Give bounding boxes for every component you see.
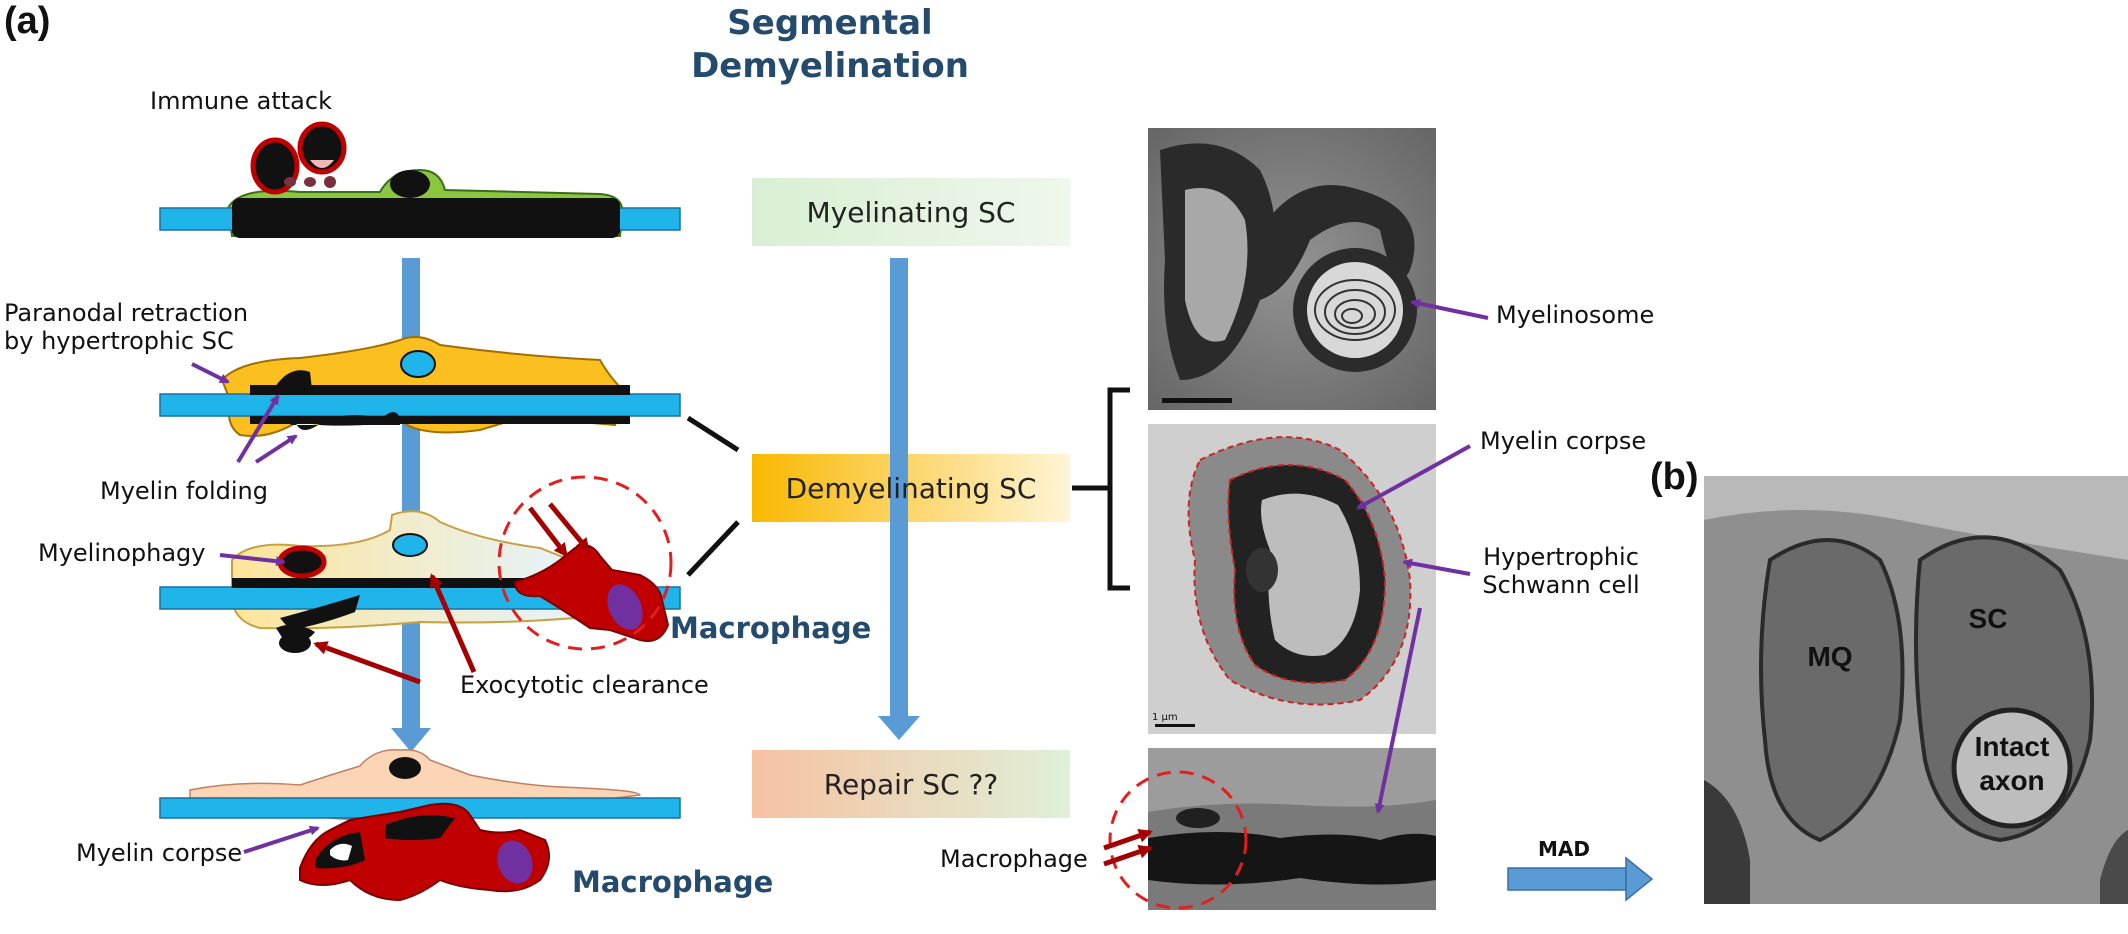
- em-red-arrows: [1103, 829, 1153, 867]
- left-red-arrows: [313, 502, 590, 685]
- panel-b-letter: (b): [1650, 456, 1699, 498]
- panel-a-letter: (a): [4, 0, 51, 42]
- label-mad: MAD: [1538, 837, 1590, 861]
- em-bracket: [1072, 387, 1130, 591]
- label-myelinophagy: Myelinophagy: [38, 539, 206, 567]
- label-exocytotic-clearance: Exocytotic clearance: [460, 671, 709, 699]
- label-myelinosome: Myelinosome: [1496, 301, 1655, 329]
- label-sc: SC: [1968, 603, 2008, 634]
- stage2-nerve: [159, 335, 681, 437]
- em-purple-arrows: [1356, 298, 1489, 814]
- label-myelin-corpse-em: Myelin corpse: [1480, 427, 1647, 455]
- mad-arrow: [1507, 856, 1654, 902]
- label-macrophage-1: Macrophage: [670, 611, 872, 645]
- label-macrophage-em: Macrophage: [940, 845, 1088, 873]
- em-image-myelinosome: [1148, 128, 1436, 410]
- stage3-nerve: [159, 475, 681, 653]
- left-purple-arrows: [191, 362, 320, 854]
- stage1-nerve: [159, 121, 681, 238]
- em-image-macrophage: [1108, 748, 1436, 910]
- label-paranodal-retraction: Paranodal retraction by hypertrophic SC: [4, 299, 249, 355]
- middle-progression-arrow: [878, 258, 920, 740]
- stage-label-repair: Repair SC ??: [823, 767, 999, 801]
- diagram-title: Segmental Demyelination: [691, 3, 969, 86]
- stage-connectors: [686, 415, 740, 577]
- label-myelin-folding: Myelin folding: [100, 477, 268, 505]
- stage-label-demyelinating: Demyelinating SC: [785, 471, 1037, 505]
- label-mq: MQ: [1807, 641, 1853, 672]
- label-immune-attack: Immune attack: [150, 87, 332, 115]
- stage4-nerve: [159, 748, 681, 902]
- label-hypertrophic-sc: Hypertrophic Schwann cell: [1482, 543, 1640, 599]
- label-intact-axon: Intact axon: [1974, 731, 2050, 796]
- panel-b-em-image: [1704, 476, 2128, 904]
- stage-box-repair: [752, 750, 1070, 818]
- stage-box-demyelinating: [752, 454, 1070, 522]
- stage-box-myelinating: [752, 178, 1070, 246]
- scale-bar-label: 1 μm: [1152, 712, 1178, 723]
- em-image-myelin-corpse: [1148, 424, 1436, 734]
- label-macrophage-2: Macrophage: [572, 865, 774, 899]
- stage-label-myelinating: Myelinating SC: [806, 195, 1016, 229]
- label-myelin-corpse-left: Myelin corpse: [76, 839, 243, 867]
